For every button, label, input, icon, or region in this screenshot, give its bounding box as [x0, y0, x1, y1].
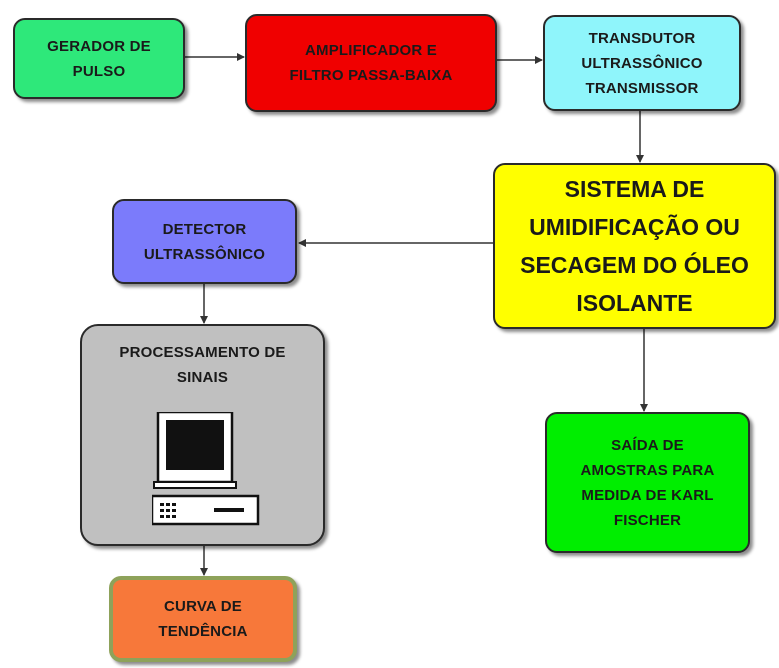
- amplificador-filtro-box: AMPLIFICADOR E FILTRO PASSA-BAIXA: [245, 14, 497, 112]
- processamento-de-sinais-box: PROCESSAMENTO DE SINAIS: [80, 324, 325, 546]
- transdutor-transmissor-box: TRANSDUTOR ULTRASSÔNICO TRANSMISSOR: [543, 15, 741, 111]
- processamento-de-sinais-label: PROCESSAMENTO DE SINAIS: [119, 344, 286, 386]
- curva-de-tendencia-box: CURVA DE TENDÊNCIA: [109, 576, 297, 662]
- transdutor-transmissor-label: TRANSDUTOR ULTRASSÔNICO TRANSMISSOR: [581, 29, 703, 97]
- detector-ultrassonico-label: DETECTOR ULTRASSÔNICO: [143, 220, 266, 263]
- detector-ultrassonico-box: DETECTOR ULTRASSÔNICO: [112, 199, 297, 284]
- sistema-umidificacao-box: SISTEMA DE UMIDIFICAÇÃO OU SECAGEM DO ÓL…: [493, 163, 776, 329]
- curva-de-tendencia-label: CURVA DE TENDÊNCIA: [158, 598, 248, 640]
- amplificador-filtro-label: AMPLIFICADOR E FILTRO PASSA-BAIXA: [289, 42, 453, 84]
- gerador-de-pulso-label: GERADOR DE PULSO: [47, 37, 151, 80]
- saida-amostras-box: SAÍDA DE AMOSTRAS PARA MEDIDA DE KARL FI…: [545, 412, 750, 553]
- sistema-umidificacao-label: SISTEMA DE UMIDIFICAÇÃO OU SECAGEM DO ÓL…: [520, 176, 749, 316]
- gerador-de-pulso-box: GERADOR DE PULSO: [13, 18, 185, 99]
- saida-amostras-label: SAÍDA DE AMOSTRAS PARA MEDIDA DE KARL FI…: [580, 436, 715, 529]
- computer-icon: [152, 412, 260, 526]
